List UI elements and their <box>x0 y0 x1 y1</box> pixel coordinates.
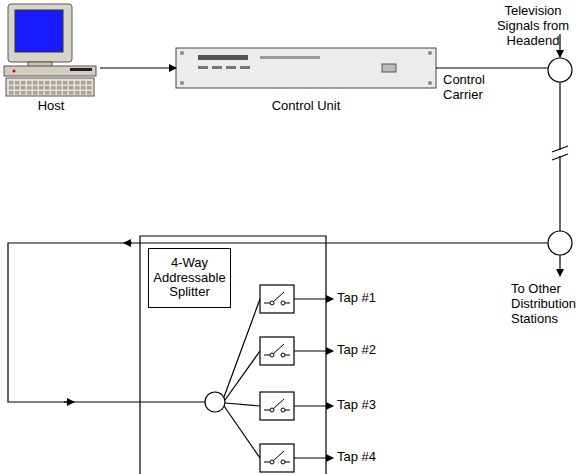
keyboard-key <box>69 91 74 95</box>
switch-symbol <box>260 337 333 365</box>
keyboard-key <box>69 81 74 85</box>
keyboard-key <box>15 81 20 85</box>
keyboard-key <box>9 81 14 85</box>
keyboard-key <box>81 81 86 85</box>
keyboard-key <box>87 86 92 90</box>
control-unit-rack <box>176 48 436 88</box>
connector-arrow <box>100 67 176 68</box>
keyboard-key <box>63 91 68 95</box>
keyboard-key <box>39 91 44 95</box>
signal-label: To Other Distribution Stations <box>511 282 581 327</box>
keyboard-key <box>87 91 92 95</box>
node-label: Control Unit <box>272 99 341 114</box>
keyboard-key <box>33 81 38 85</box>
keyboard-key <box>75 86 80 90</box>
keyboard-key <box>21 91 26 95</box>
cable-line <box>8 34 572 402</box>
keyboard-key <box>51 81 56 85</box>
keyboard-key <box>33 86 38 90</box>
splitter-housing <box>140 236 326 474</box>
keyboard-key <box>57 81 62 85</box>
keyboard-key <box>45 81 50 85</box>
keyboard-key <box>45 91 50 95</box>
keyboard-key <box>27 86 32 90</box>
keyboard-key <box>45 86 50 90</box>
keyboard-key <box>57 86 62 90</box>
keyboard-key <box>33 91 38 95</box>
keyboard-key <box>21 81 26 85</box>
keyboard-key <box>75 81 80 85</box>
keyboard-key <box>75 91 80 95</box>
keyboard-key <box>57 91 62 95</box>
tap-label: Tap #1 <box>337 291 376 306</box>
switch-symbol <box>260 285 333 472</box>
tap-label: Tap #2 <box>337 343 376 358</box>
keyboard-key <box>27 91 32 95</box>
keyboard-key <box>15 86 20 90</box>
switch-symbol <box>260 392 333 420</box>
keyboard-key <box>39 81 44 85</box>
keyboard-key <box>9 91 14 95</box>
keyboard-key <box>21 86 26 90</box>
keyboard-key <box>51 86 56 90</box>
keyboard-key <box>63 81 68 85</box>
switch-symbol <box>260 444 333 472</box>
switch-symbol <box>260 285 333 313</box>
splitter-title-box: 4-Way Addressable Splitter <box>148 248 231 308</box>
keyboard-key <box>81 91 86 95</box>
keyboard-key <box>39 86 44 90</box>
keyboard-key <box>27 81 32 85</box>
keyboard-key <box>81 86 86 90</box>
tap-label: Tap #3 <box>337 398 376 413</box>
keyboard-key <box>69 86 74 90</box>
keyboard-key <box>9 86 14 90</box>
control-unit: Control Unit <box>176 48 436 114</box>
keyboard-key <box>87 81 92 85</box>
keyboard-key <box>51 91 56 95</box>
node-label: 4-Way Addressable Splitter <box>152 256 227 301</box>
computer-illustration <box>4 4 96 96</box>
host-computer: Host <box>2 2 100 114</box>
signal-label: Television Signals from Headend <box>486 4 580 49</box>
tap-label: Tap #4 <box>337 450 376 465</box>
keyboard-key <box>63 86 68 90</box>
node-label: Host <box>38 99 65 114</box>
keyboard-key <box>15 91 20 95</box>
signal-label: Control Carrier <box>443 73 499 103</box>
